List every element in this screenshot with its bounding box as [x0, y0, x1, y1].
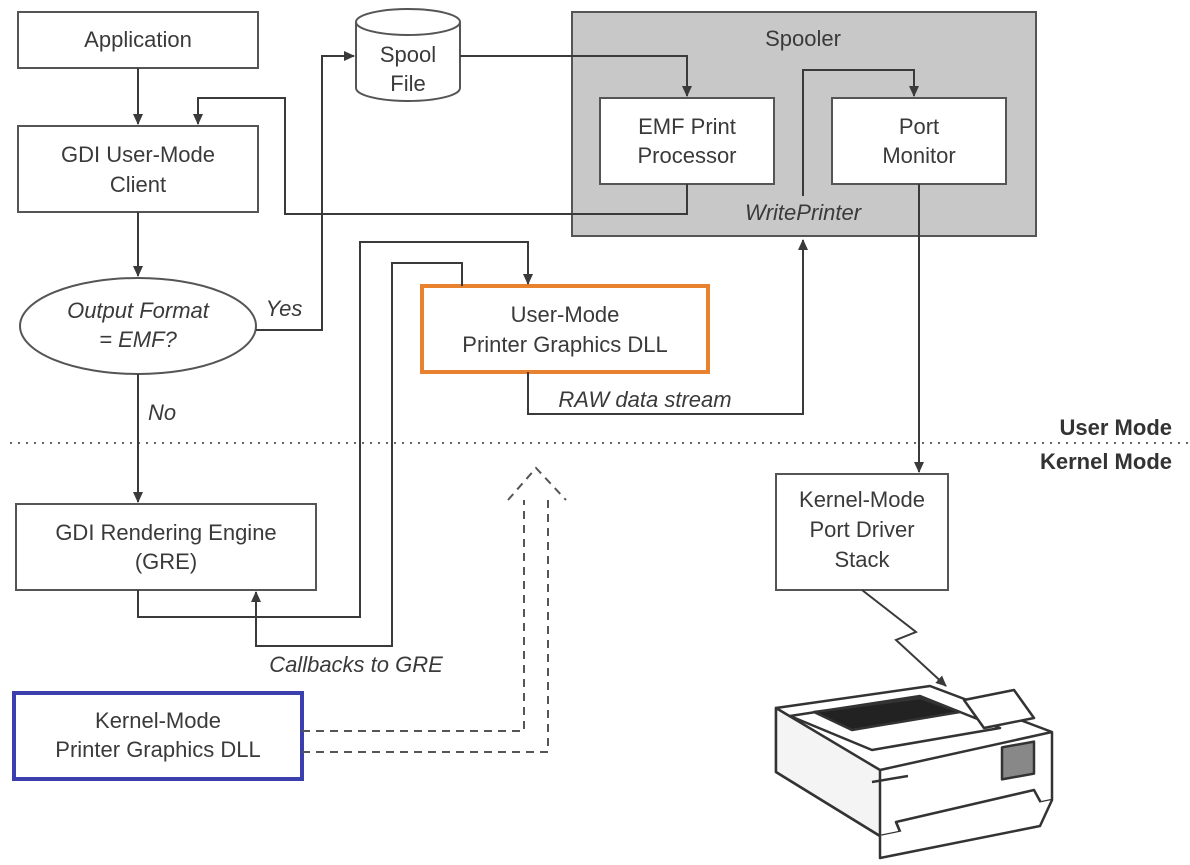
kernel-mode-dll-box — [12, 691, 304, 781]
user-mode-dll-label-2: Printer Graphics DLL — [462, 332, 667, 357]
yes-label: Yes — [266, 296, 303, 321]
application-box — [17, 11, 259, 69]
port-monitor-box — [831, 97, 1007, 185]
emf-processor-box — [599, 97, 775, 185]
gdi-client-label-1: GDI User-Mode — [61, 142, 215, 167]
spooler-title: Spooler — [765, 26, 841, 51]
writeprinter-label: WritePrinter — [745, 200, 863, 225]
kernel-mode-dll-label-1: Kernel-Mode — [95, 708, 221, 733]
arrow-yes-to-spool — [256, 51, 355, 331]
emf-processor-label-2: Processor — [637, 143, 736, 168]
arrow-raw-to-writeprinter — [527, 239, 808, 415]
spool-file-label-1: Spool — [380, 42, 436, 67]
user-mode-dll-box — [420, 284, 710, 374]
port-driver-label-3: Stack — [834, 547, 890, 572]
gre-label-1: GDI Rendering Engine — [55, 520, 276, 545]
emf-processor-label-1: EMF Print — [638, 114, 736, 139]
application-label: Application — [84, 27, 192, 52]
arrow-callbacks-to-gre — [251, 262, 463, 647]
output-format-decision — [19, 277, 257, 375]
arrow-driver-to-printer — [861, 589, 947, 687]
arrow-gre-to-user-dll — [137, 241, 533, 618]
port-monitor-label-1: Port — [899, 114, 939, 139]
gre-label-2: (GRE) — [135, 549, 197, 574]
connectors — [133, 51, 947, 687]
gre-box — [15, 503, 317, 591]
arrow-emf-to-client — [193, 97, 688, 215]
decision-label-1: Output Format — [67, 298, 210, 323]
arrow-writeprinter-to-monitor — [802, 69, 919, 196]
port-monitor-label-2: Monitor — [882, 143, 955, 168]
kernel-mode-label: Kernel Mode — [1040, 449, 1172, 474]
callbacks-label: Callbacks to GRE — [269, 652, 443, 677]
no-label: No — [148, 400, 176, 425]
spool-file-cylinder — [355, 8, 461, 102]
user-mode-dll-label-1: User-Mode — [511, 302, 620, 327]
printer-icon — [774, 684, 1054, 860]
kernel-dll-dashed-path — [302, 466, 567, 753]
gdi-client-label-2: Client — [110, 172, 166, 197]
spool-file-label-2: File — [390, 71, 425, 96]
user-mode-label: User Mode — [1060, 415, 1172, 440]
kernel-mode-dll-label-2: Printer Graphics DLL — [55, 737, 260, 762]
port-driver-box — [775, 473, 949, 591]
raw-stream-label: RAW data stream — [558, 387, 731, 412]
port-driver-label-1: Kernel-Mode — [799, 487, 925, 512]
decision-label-2: = EMF? — [99, 327, 177, 352]
gdi-client-box — [17, 125, 259, 213]
port-driver-label-2: Port Driver — [809, 517, 914, 542]
arrow-spool-to-emf — [460, 55, 692, 97]
